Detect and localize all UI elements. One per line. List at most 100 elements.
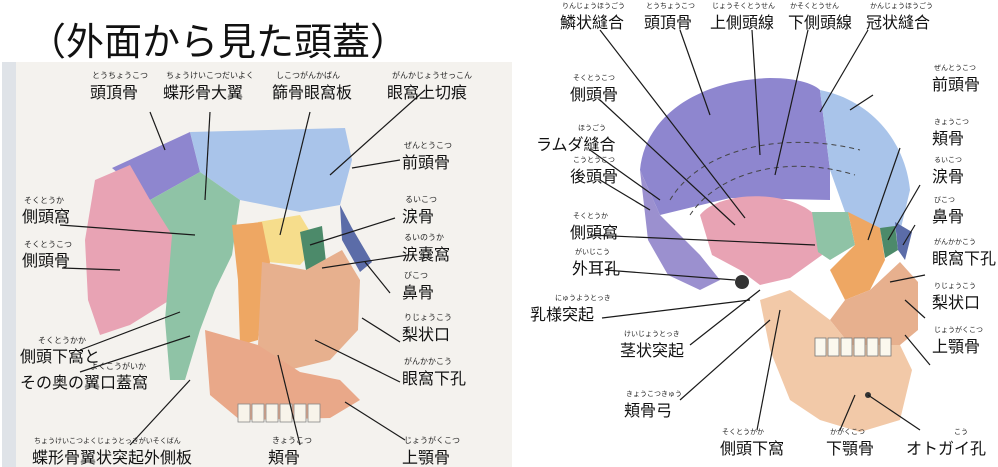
right-label: 鱗状縫合: [560, 13, 624, 32]
right-label-ruby: そくとうか: [573, 212, 608, 220]
right-label: 前頭骨: [932, 75, 980, 94]
left-label-ruby: とうちょうこつ: [92, 71, 148, 80]
frontal-region: [820, 90, 910, 235]
lacrimal-region: [880, 226, 898, 258]
left-label-ruby: きょうこつ: [272, 436, 312, 445]
right-label: 鼻骨: [932, 207, 964, 226]
left-label-ruby: りじょうこう: [404, 313, 452, 322]
left-label: 蝶形骨翼状突起外側板: [32, 448, 192, 467]
right-label: 眼窩下孔: [932, 249, 996, 268]
lacrimal-region: [300, 226, 326, 270]
right-label-ruby: かそくとうせん: [790, 2, 839, 10]
left-label: 眼窩下孔: [402, 369, 466, 388]
right-label: 下顎骨: [826, 439, 874, 458]
left-label: その奥の翼口蓋窩: [20, 373, 148, 392]
left-label: 涙骨: [402, 207, 434, 226]
right-label-ruby: そくとうかか: [722, 428, 764, 436]
right-label: 側頭窩: [570, 223, 618, 242]
maxilla-region: [830, 262, 918, 345]
right-label: 頬骨弓: [624, 401, 672, 420]
occipital-region: [640, 170, 720, 290]
left-label-ruby: ちょうけいこつよくじょうとっきがいそくばん: [34, 436, 181, 445]
right-label-ruby: とうちょうこつ: [646, 2, 695, 10]
right-label: 頬骨: [932, 129, 964, 148]
left-label-ruby: がんかかこう: [404, 356, 452, 366]
temporal-region: [700, 196, 822, 285]
right-label-ruby: ぜんとうこつ: [934, 64, 976, 72]
sphenoid-region: [150, 172, 240, 380]
page-edge-strip: [2, 62, 16, 467]
left-label: 側頭下窩と: [20, 347, 100, 366]
right-label: 外耳孔: [572, 259, 620, 278]
left-label-ruby: じょうがくこつ: [404, 435, 460, 445]
teeth-row: [814, 337, 892, 357]
right-label-ruby: にゅうようとっき: [555, 294, 611, 302]
maxilla-region: [258, 250, 360, 372]
right-label-ruby: びこつ: [934, 196, 955, 204]
right-label: 涙骨: [932, 167, 964, 186]
right-label-ruby: きょうこつ: [934, 118, 969, 126]
right-label: 下側頭線: [788, 13, 852, 32]
left-label: 側頭骨: [22, 251, 70, 270]
right-leader-lines: [589, 29, 931, 431]
left-label-ruby: そくとうこつ: [24, 240, 72, 249]
right-label-ruby: るいこつ: [934, 156, 962, 164]
page-title: （外面から見た頭蓋）: [28, 20, 408, 64]
right-label: 後頭骨: [570, 167, 618, 186]
right-label: 乳様突起: [530, 305, 594, 324]
right-label: 側頭下窩: [720, 439, 784, 458]
right-label: オトガイ孔: [906, 439, 986, 458]
left-label: 鼻骨: [402, 283, 434, 302]
right-label-ruby: じょうそくとうせん: [712, 2, 775, 10]
left-label-ruby: よくこうがいか: [90, 361, 146, 371]
right-panel: りんじょうほうごう 鱗状縫合 とうちょうこつ 頭頂骨 じょうそくとうせん 上側頭…: [530, 1, 996, 458]
right-label: 茎状突起: [620, 341, 684, 360]
left-label-ruby: ぜんとうこつ: [404, 141, 452, 150]
zygomatic-region: [830, 212, 885, 300]
temporal-lines: [669, 141, 861, 216]
left-label: 側頭窩: [22, 207, 70, 226]
right-label-ruby: りじょうこう: [934, 282, 976, 290]
right-label: 上側頭線: [710, 13, 774, 32]
mandible-region: [760, 290, 912, 432]
left-label-ruby: ちょうけいこつだいよく: [166, 71, 254, 80]
left-label: 頭頂骨: [90, 83, 138, 102]
right-label: 上顎骨: [932, 337, 980, 356]
right-label-ruby: ほうごう: [578, 123, 606, 132]
right-label: 側頭骨: [570, 85, 618, 104]
left-label-ruby: そくとうか: [24, 196, 64, 205]
left-leader-lines: [59, 89, 426, 446]
right-label-ruby: りんじょうほうごう: [562, 1, 625, 10]
right-label-ruby: けいじょうとっき: [624, 330, 680, 338]
right-label-ruby: きょうこつきゅう: [626, 390, 682, 398]
left-label: 上顎骨: [402, 448, 450, 467]
right-labels: りんじょうほうごう 鱗状縫合 とうちょうこつ 頭頂骨 じょうそくとうせん 上側頭…: [530, 1, 996, 458]
ethmoid-region: [258, 215, 318, 265]
left-label: 篩骨眼窩板: [272, 83, 352, 102]
right-label-ruby: こう: [954, 428, 968, 436]
left-label-ruby: るいこつ: [405, 195, 437, 204]
right-label-ruby: がいじこう: [575, 247, 610, 256]
right-label: ラムダ縫合: [536, 135, 616, 154]
teeth-row: [237, 403, 321, 423]
right-label-ruby: かんじょうほうごう: [870, 1, 933, 10]
left-label-ruby: るいのうか: [404, 233, 444, 242]
left-label-ruby: がんかじょうせっこん: [392, 70, 472, 80]
left-label: 涙嚢窩: [402, 245, 450, 264]
parietal-region: [640, 78, 830, 215]
right-label: 冠状縫合: [866, 13, 930, 32]
left-panel: とうちょうこつ 頭頂骨 ちょうけいこつだいよく 蝶形骨大翼 しこつがんかばん 篩…: [2, 62, 512, 467]
right-label-ruby: じょうがくこつ: [934, 325, 983, 334]
frontal-region: [190, 128, 352, 212]
right-label: 頭頂骨: [644, 13, 692, 32]
left-label: 前頭骨: [402, 153, 450, 172]
right-label-ruby: こうとうこつ: [573, 156, 615, 164]
left-labels: とうちょうこつ 頭頂骨 ちょうけいこつだいよく 蝶形骨大翼 しこつがんかばん 篩…: [20, 70, 472, 467]
right-label-ruby: がんかかこう: [934, 237, 976, 246]
external-ear-hole: [735, 275, 749, 289]
left-label-ruby: そくとうかか: [38, 336, 86, 345]
nasal-region: [340, 205, 372, 272]
right-label: 梨状口: [932, 293, 980, 312]
left-label-ruby: びこつ: [404, 271, 428, 280]
